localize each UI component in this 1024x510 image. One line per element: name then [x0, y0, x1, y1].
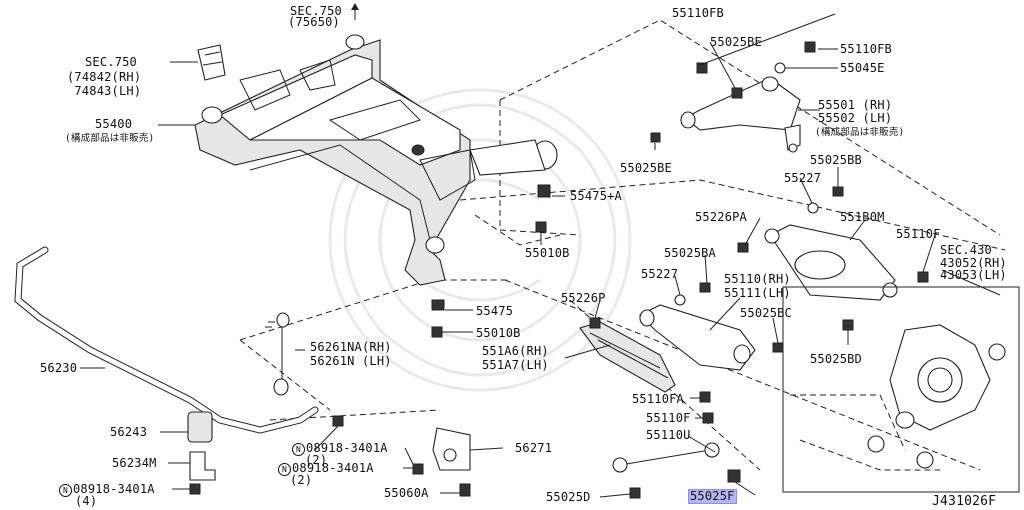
part-55227-a[interactable]: 55227: [784, 171, 822, 185]
part-551b0m[interactable]: 551B0M: [840, 210, 885, 224]
part-55025d[interactable]: 55025D: [546, 490, 591, 504]
part-56230[interactable]: 56230: [40, 361, 78, 375]
part-55025bd[interactable]: 55025BD: [810, 352, 862, 366]
n-circle-icon: N: [292, 443, 305, 456]
stabilizer-link-56261: [265, 312, 290, 396]
part-55501[interactable]: 55501 (RH): [818, 98, 893, 112]
part-55060a[interactable]: 55060A: [384, 486, 429, 500]
part-55025bc[interactable]: 55025BC: [740, 306, 792, 320]
part-55110fb-a[interactable]: 55110FB: [672, 6, 724, 20]
part-551a7[interactable]: 551A7(LH): [482, 358, 549, 372]
part-56234m[interactable]: 56234M: [112, 456, 157, 470]
diagram-id: J431026F: [932, 494, 997, 509]
part-55025f-highlighted[interactable]: 55025F: [688, 489, 737, 504]
note-55400: (構成部品は非販売): [65, 133, 155, 144]
bushing-56243: [187, 411, 213, 443]
part-55010b-a[interactable]: 55010B: [525, 246, 570, 260]
label-sec750-top-ref: (75650): [288, 15, 340, 29]
part-551a6[interactable]: 551A6(RH): [482, 344, 549, 358]
link-55110: [639, 304, 756, 371]
watermark-emblem: [328, 88, 632, 392]
part-55025ba[interactable]: 55025BA: [664, 246, 716, 260]
label-sec430: SEC.430: [940, 243, 992, 257]
part-55227-b[interactable]: 55227: [641, 267, 679, 281]
knuckle-43052: [867, 324, 1006, 469]
clamp-56234m: [189, 451, 216, 481]
part-55110fb-b[interactable]: 55110FB: [840, 42, 892, 56]
label-74843-lh: 74843(LH): [67, 84, 142, 98]
label-74842-rh: (74842(RH): [67, 70, 142, 84]
rear-subframe: [194, 34, 558, 286]
lower-link-551b0m: [764, 224, 898, 301]
part-55010b-b[interactable]: 55010B: [476, 326, 521, 340]
part-56261na[interactable]: 56261NA(RH): [310, 340, 392, 354]
n-circle-icon: N: [59, 484, 72, 497]
mount-bracket-74842: [197, 44, 226, 81]
qty-08918-a: (2): [305, 453, 328, 467]
nuts-bolts: [189, 41, 929, 499]
part-55226pa[interactable]: 55226PA: [695, 210, 747, 224]
knuckle-group-frame: [782, 286, 1020, 493]
part-55045e[interactable]: 55045E: [840, 61, 885, 75]
part-55502[interactable]: 55502 (LH): [818, 111, 893, 125]
part-55111-lh[interactable]: 55111(LH): [724, 286, 791, 300]
part-56261n[interactable]: 56261N (LH): [310, 354, 392, 368]
part-55110fa[interactable]: 55110FA: [632, 392, 684, 406]
part-43052-rh[interactable]: 43052(RH): [940, 256, 1007, 270]
part-55400[interactable]: 55400: [95, 117, 133, 131]
part-55110f-a[interactable]: 55110F: [896, 227, 941, 241]
part-55110u[interactable]: 55110U: [646, 428, 691, 442]
part-55025be-b[interactable]: 55025BE: [620, 161, 672, 175]
note-55501: (構成部品は非販売): [815, 127, 905, 138]
part-55110-rh[interactable]: 55110(RH): [724, 272, 791, 286]
part-55475[interactable]: 55475: [476, 304, 514, 318]
label-sec750-left: SEC.750: [85, 55, 137, 69]
qty-08918-c: (4): [75, 494, 98, 508]
stabilizer-bar-56230: [14, 246, 319, 434]
part-55025bb[interactable]: 55025BB: [810, 153, 862, 167]
qty-08918-b: (2): [290, 473, 313, 487]
leader-lines: [80, 3, 1001, 498]
part-56243[interactable]: 56243: [110, 425, 148, 439]
part-55025be-a[interactable]: 55025BE: [710, 35, 762, 49]
bracket-56271: [432, 427, 471, 471]
part-43053-lh[interactable]: 43053(LH): [940, 268, 1007, 282]
upper-link-55501: [680, 76, 801, 153]
link-55110u: [612, 442, 720, 473]
part-55110f-b[interactable]: 55110F: [646, 411, 691, 425]
label-sec750-top: SEC.750: [290, 4, 342, 18]
n-circle-icon: N: [278, 463, 291, 476]
part-56271[interactable]: 56271: [515, 441, 553, 455]
part-55226p[interactable]: 55226P: [561, 291, 606, 305]
part-55475a[interactable]: 55475+A: [570, 189, 622, 203]
